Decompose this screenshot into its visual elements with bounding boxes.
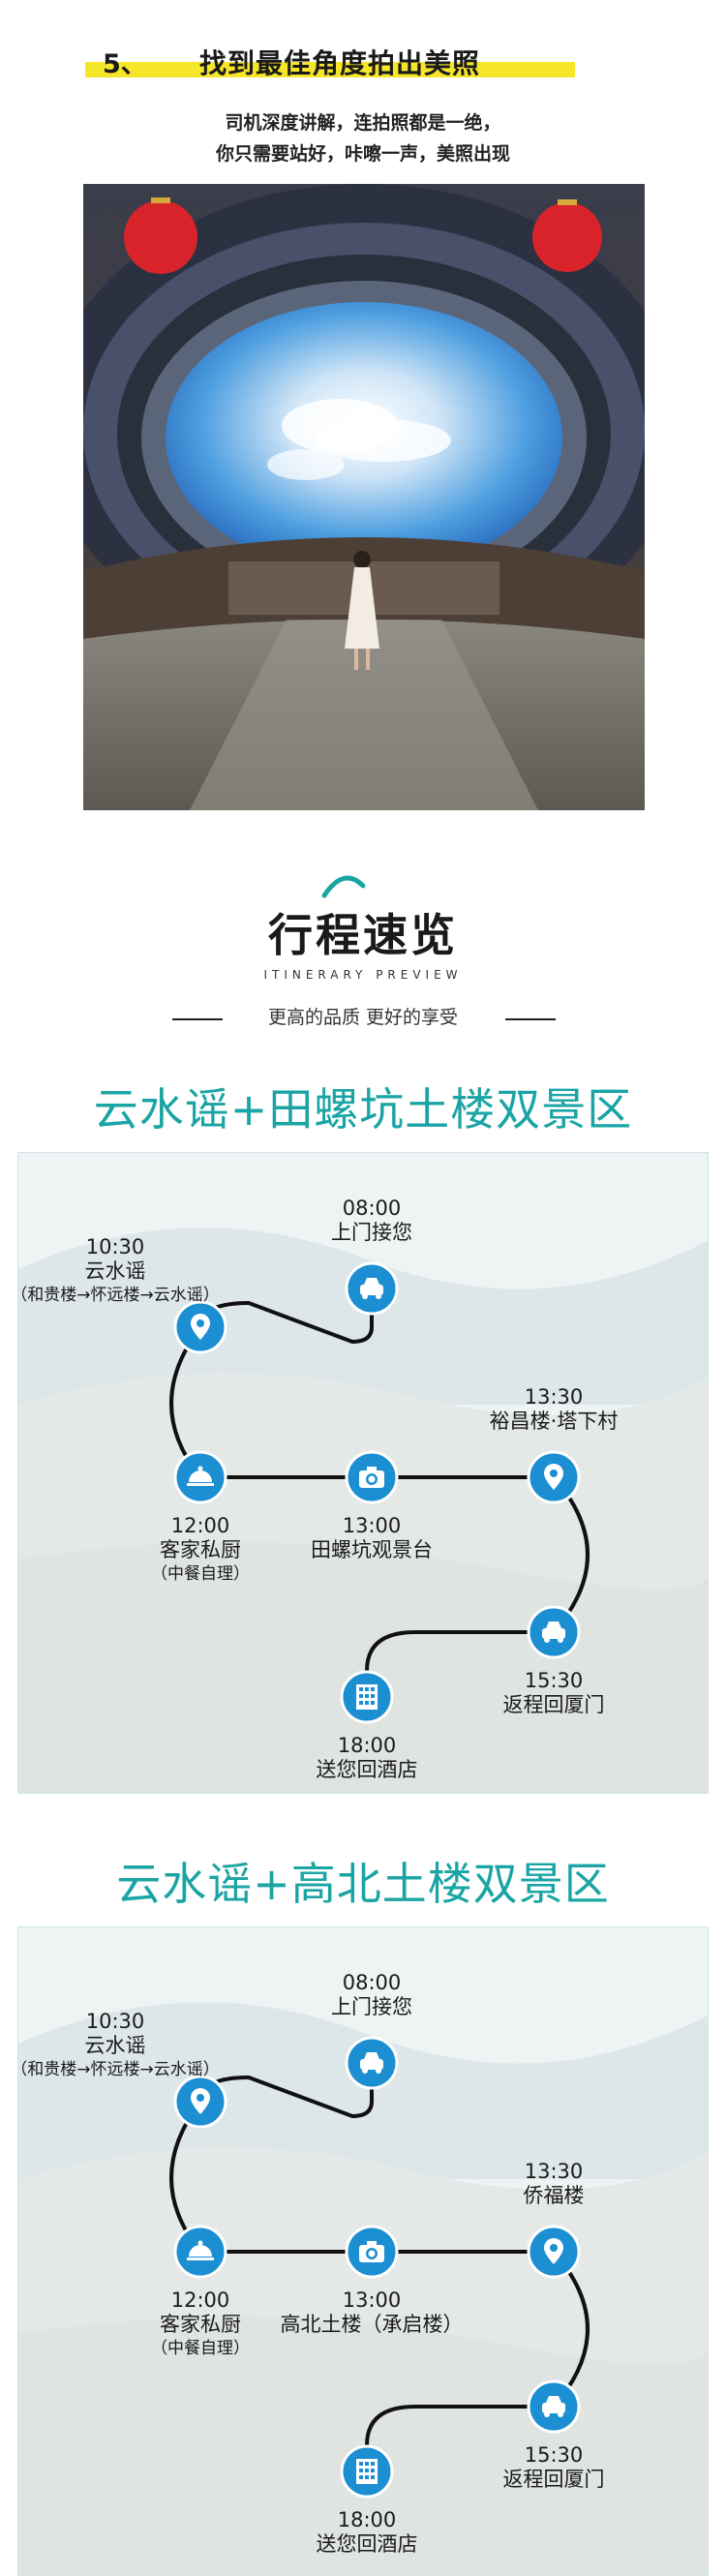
route-title: 云水谣+高北土楼双景区 — [116, 1858, 610, 1910]
camera-icon — [345, 1450, 399, 1504]
section-desc-line1: 司机深度讲解，连拍照都是一绝， — [225, 112, 501, 134]
car-icon — [527, 2379, 581, 2434]
itinerary-title: 行程速览 — [268, 909, 458, 961]
stop-time: 12:00 — [170, 2288, 230, 2312]
section-number: 5、 — [103, 49, 147, 79]
stop-time: 08:00 — [342, 1197, 402, 1220]
stop-note: （中餐自理） — [151, 1564, 250, 1584]
ribbon-icon — [321, 875, 366, 898]
stop-name: 返程回厦门 — [502, 1693, 605, 1716]
stop-time: 18:00 — [337, 1734, 397, 1757]
stop-time: 13:00 — [342, 2288, 402, 2312]
stop-name: 高北土楼（承启楼） — [280, 2313, 464, 2336]
stop-note: （和贵楼→怀远楼→云水谣） — [17, 2060, 220, 2079]
stop-name: 裕昌楼·塔下村 — [489, 1409, 619, 1433]
stop-time: 15:30 — [524, 1669, 584, 1692]
mountain-silhouette — [18, 2002, 708, 2179]
car-icon — [527, 1605, 581, 1659]
location-pin-icon — [527, 2225, 581, 2279]
stop-name: 客家私厨 — [160, 1538, 241, 1561]
hotel-icon — [340, 2444, 394, 2499]
divider-left — [172, 1018, 223, 1020]
dining-cloche-icon — [173, 1450, 227, 1504]
stop-time: 13:30 — [524, 2160, 584, 2183]
stop-time: 15:30 — [524, 2443, 584, 2467]
stop-time: 10:30 — [85, 2010, 145, 2033]
dining-cloche-icon — [173, 2225, 227, 2279]
hotel-icon — [340, 1670, 394, 1724]
stop-time: 18:00 — [337, 2508, 397, 2531]
section-heading: 5、 找到最佳角度拍出美照 — [85, 39, 575, 81]
route-map-svg — [18, 1153, 708, 1793]
route-title: 云水谣+田螺坑土楼双景区 — [93, 1083, 633, 1136]
stop-name: 云水谣 — [84, 1259, 146, 1283]
stop-name: 云水谣 — [84, 2034, 146, 2057]
route-path — [169, 1287, 590, 1699]
stop-name: 返程回厦门 — [502, 2468, 605, 2491]
route-path — [169, 2061, 590, 2473]
car-icon — [345, 1261, 399, 1316]
itinerary-subtitle: ITINERARY PREVIEW — [263, 968, 463, 982]
heading-highlight — [85, 62, 575, 77]
camera-icon — [345, 2225, 399, 2279]
location-pin-icon — [527, 1450, 581, 1504]
stop-name: 送您回酒店 — [316, 1758, 418, 1781]
car-icon — [345, 2036, 399, 2090]
stop-name: 上门接您 — [331, 1221, 412, 1244]
stop-name: 客家私厨 — [160, 2313, 241, 2336]
stop-name: 田螺坑观景台 — [311, 1538, 433, 1561]
stop-time: 13:30 — [524, 1385, 584, 1409]
stop-note: （和贵楼→怀远楼→云水谣） — [17, 1286, 220, 1305]
section-desc-line2: 你只需要站好，咔嚓一声，美照出现 — [215, 143, 510, 165]
section-title: 找到最佳角度拍出美照 — [199, 47, 481, 79]
location-pin-icon — [173, 1300, 227, 1354]
mountain-silhouette — [18, 1227, 708, 1405]
stop-note: （中餐自理） — [151, 2339, 250, 2358]
route-map-svg — [18, 1927, 708, 2575]
divider-right — [505, 1018, 556, 1020]
stop-name: 送您回酒店 — [316, 2532, 418, 2556]
tulou-courtyard-photo — [83, 184, 645, 810]
itinerary-tagline: 更高的品质 更好的享受 — [267, 1007, 459, 1028]
location-pin-icon — [173, 2075, 227, 2129]
mountain-silhouette — [18, 1542, 708, 1793]
stop-time: 12:00 — [170, 1514, 230, 1537]
stop-time: 13:00 — [342, 1514, 402, 1537]
stop-time: 10:30 — [85, 1235, 145, 1258]
stop-name: 上门接您 — [331, 1995, 412, 2018]
stop-name: 侨福楼 — [523, 2184, 585, 2207]
stop-time: 08:00 — [342, 1971, 402, 1994]
